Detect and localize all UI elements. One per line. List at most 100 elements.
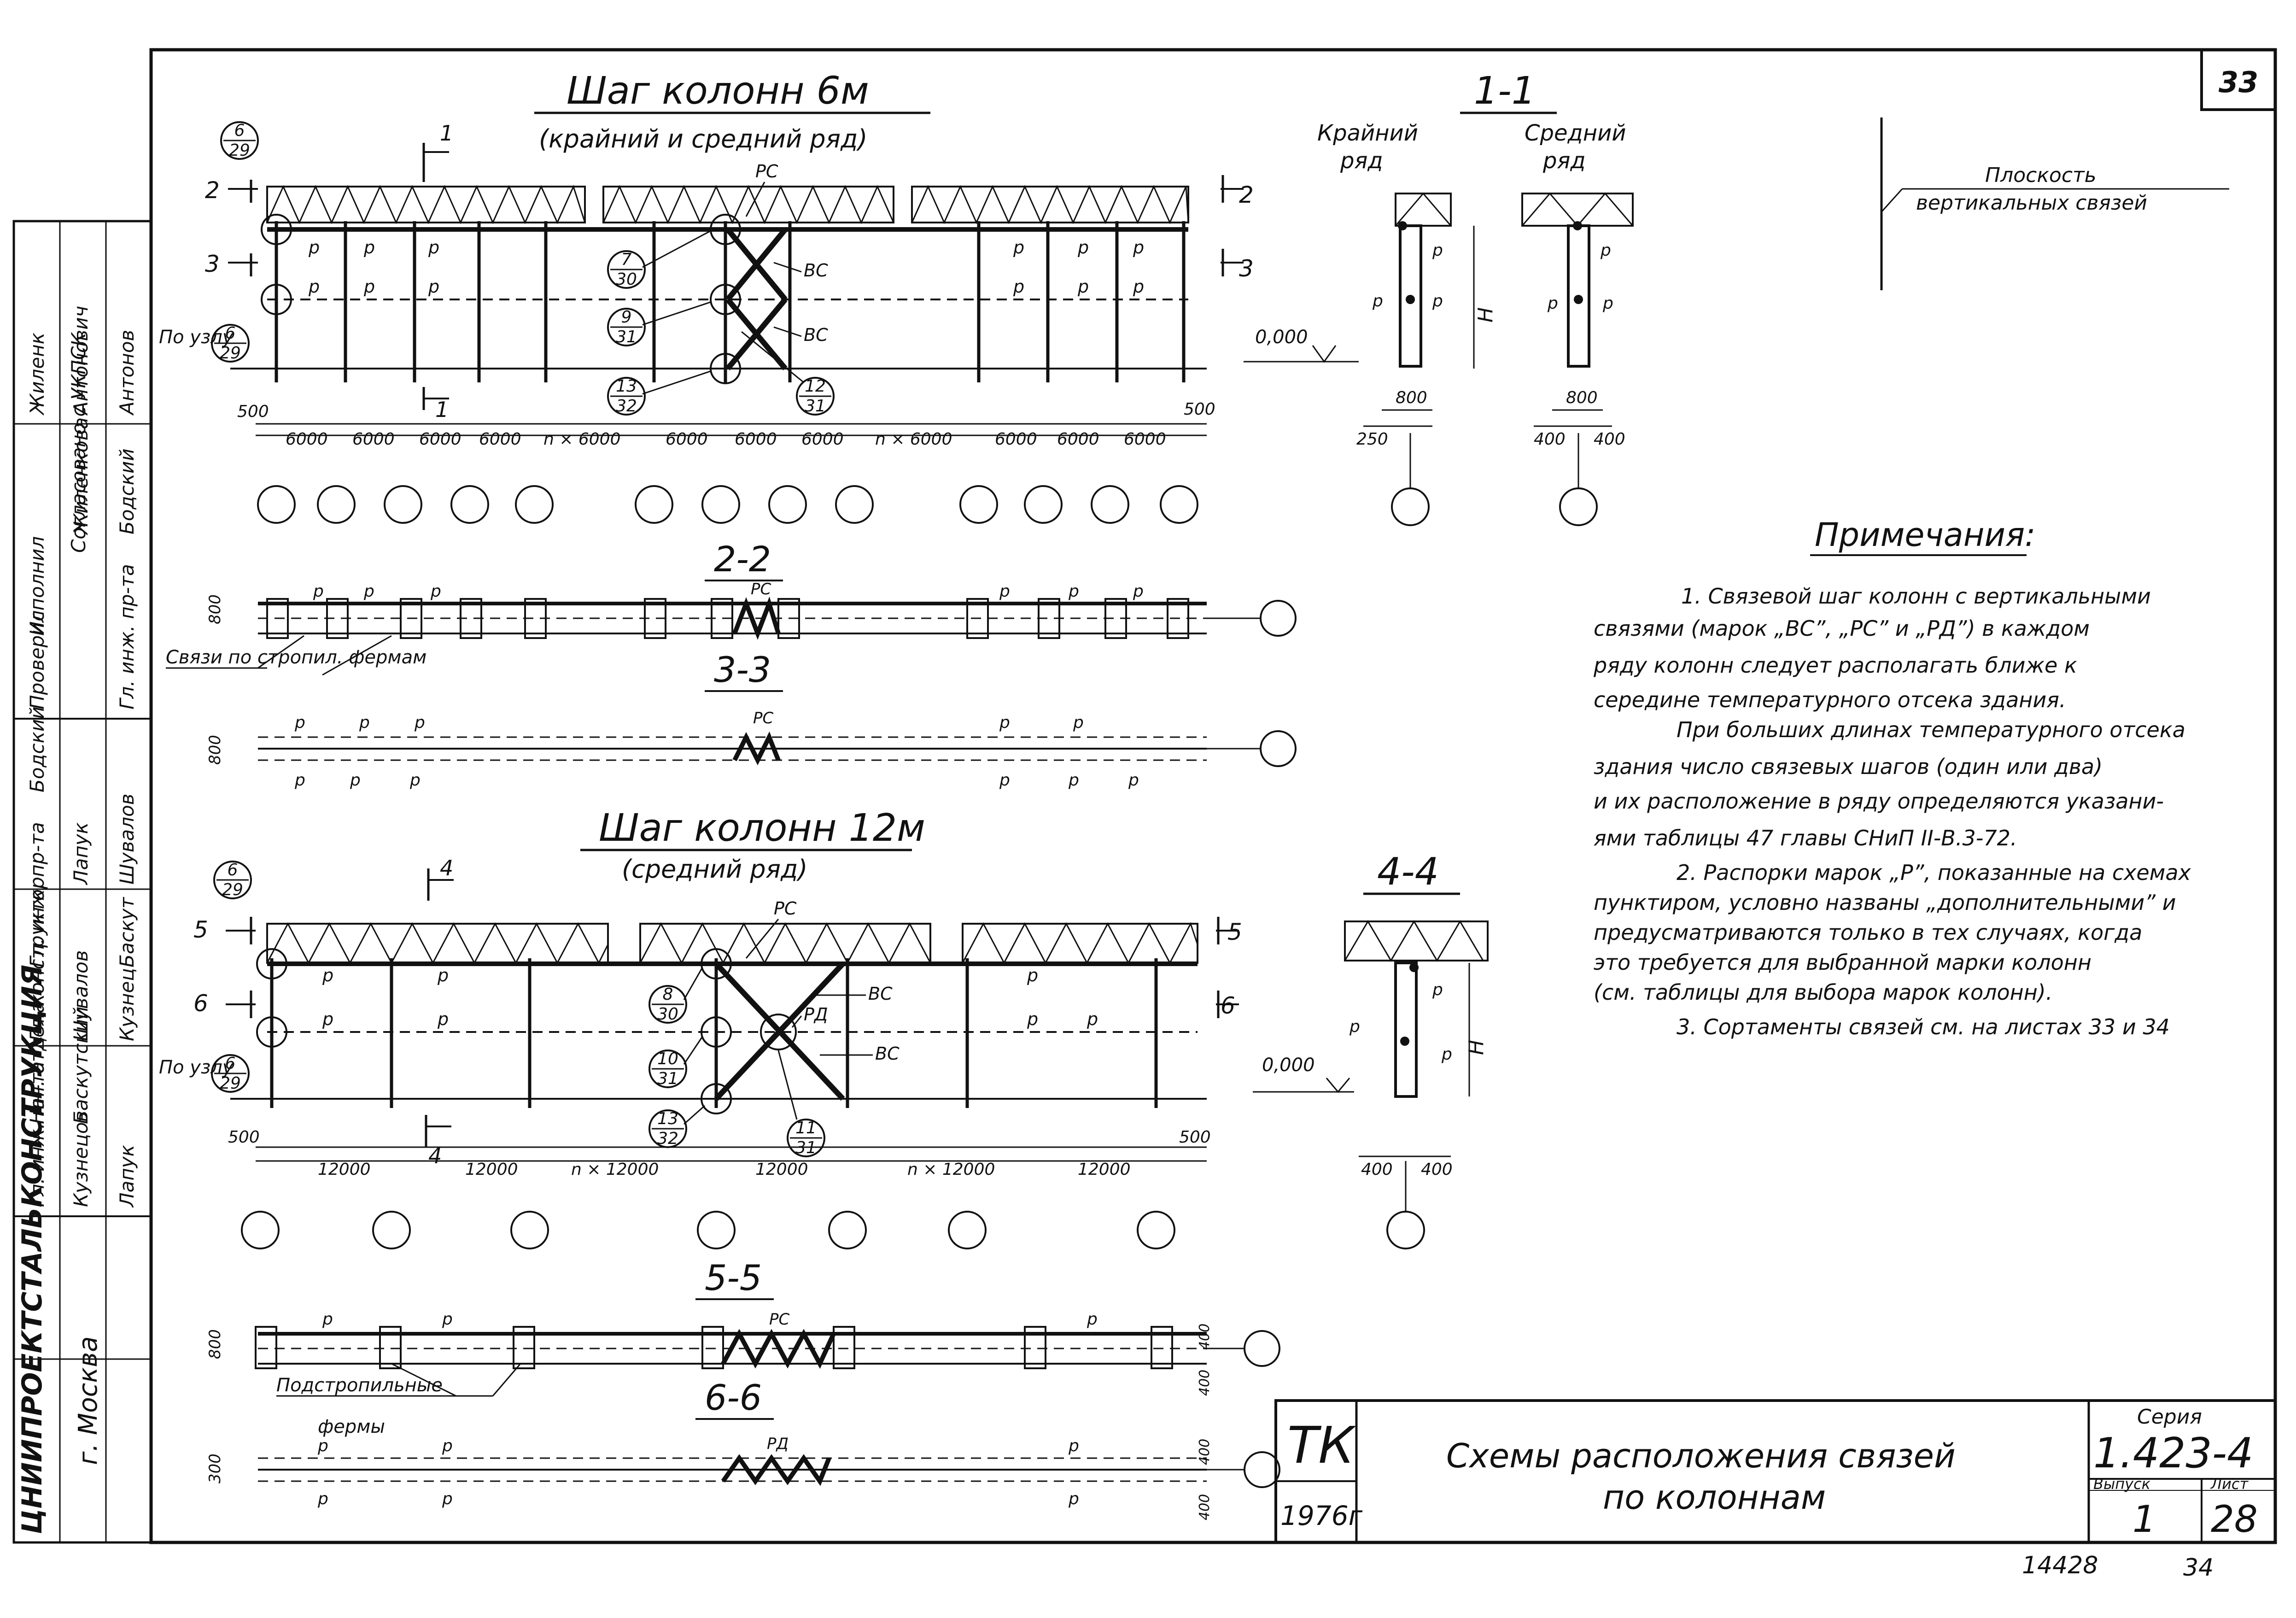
series-label: Серия bbox=[2137, 1405, 2202, 1429]
note-line-10: пунктиром, условно названы „дополнительн… bbox=[1594, 890, 2176, 915]
strut-label: р bbox=[294, 713, 305, 732]
node-ref-12m-c2: 30 bbox=[657, 1005, 678, 1024]
node-ref-6m-d: 9 bbox=[621, 308, 632, 327]
section-1-1: 1-1 Крайний ряд Средний ряд H 800 250 80… bbox=[1317, 69, 1634, 526]
strut-label: р bbox=[322, 965, 333, 985]
elevation-label-upper: 0,000 bbox=[1255, 327, 1308, 348]
extreme-row-label-2: ряд bbox=[1340, 148, 1383, 174]
cut-33-dim: 800 bbox=[206, 735, 224, 765]
node-ref-6m-b2: 29 bbox=[220, 344, 241, 363]
dimension-line-12m: 500 500 12000 12000 n × 12000 12000 n × … bbox=[228, 1128, 1211, 1179]
sheet-label: Лист bbox=[2210, 1475, 2249, 1493]
cut-55-dim: 800 bbox=[206, 1329, 224, 1359]
strut-label: р bbox=[1432, 241, 1443, 260]
section-44-struts: р р р bbox=[1349, 980, 1452, 1064]
title-6m: Шаг колонн 6м bbox=[567, 69, 869, 113]
note-line-6: здания число связевых шагов (один или дв… bbox=[1594, 754, 2103, 779]
plane-legend: Плоскость вертикальных связей bbox=[1880, 117, 2229, 290]
section-4-4: 4-4 H 400 400 р р р bbox=[1344, 850, 1489, 1249]
cut-33-brace: РС bbox=[753, 709, 774, 727]
dimension-line-6m: 500 500 6000 6000 6000 6000 n × 6000 600… bbox=[237, 400, 1215, 449]
span-12m-5: n × 12000 bbox=[907, 1160, 995, 1179]
stamp-name-4: Лапук bbox=[116, 1144, 138, 1208]
title-block-title-line1: Схемы расположения связей bbox=[1446, 1436, 1956, 1475]
node-ref-6m-f: 12 bbox=[805, 377, 826, 396]
vertical-bracing-6m bbox=[725, 228, 788, 370]
note-line-7: и их расположение в ряду определяются ук… bbox=[1594, 789, 2164, 814]
strut-label: р bbox=[428, 237, 439, 258]
strut-label: р bbox=[1441, 1045, 1452, 1064]
section-11-struts: р р р р р р bbox=[1372, 241, 1613, 313]
brace-label-vs-12m-b: ВС bbox=[875, 1043, 900, 1064]
section-44-title: 4-4 bbox=[1377, 850, 1439, 894]
strut-label: р bbox=[1133, 276, 1144, 297]
strut-label: р bbox=[1077, 237, 1089, 258]
strut-label: р bbox=[1077, 276, 1089, 297]
cut-22-dim: 800 bbox=[206, 594, 224, 624]
cut-66-dim-right-top: 400 bbox=[1197, 1439, 1213, 1465]
note-line-3: ряду колонн следует располагать ближе к bbox=[1593, 653, 2077, 678]
strut-label: р bbox=[442, 1489, 453, 1508]
brace-label-vs-12m-a: ВС bbox=[868, 984, 893, 1004]
strut-label: р bbox=[1133, 237, 1144, 258]
strut-label: р bbox=[359, 713, 370, 732]
stamp-sign-2: Баскут bbox=[116, 897, 138, 967]
strut-label: р bbox=[430, 582, 441, 601]
stamp-role-1: Гл. инж. ин-та bbox=[26, 1061, 48, 1207]
cut-55-struts: р р р bbox=[322, 1310, 1098, 1329]
strut-label: р bbox=[1068, 582, 1079, 601]
truss-band-6m bbox=[266, 184, 1189, 224]
cut-22-brace: РС bbox=[751, 580, 771, 598]
cut-55-callout-2: фермы bbox=[318, 1416, 385, 1437]
brace-labels-6m: РС ВС ВС bbox=[745, 161, 828, 345]
node-ref-12m-c: 8 bbox=[663, 985, 673, 1004]
span-12m-3: n × 12000 bbox=[571, 1160, 659, 1179]
title-block-code: ТК bbox=[1287, 1416, 1356, 1475]
strut-label: р bbox=[363, 237, 375, 258]
cut-1-bottom: 1 bbox=[435, 397, 449, 422]
stamp-role-3: Гл. конструктор bbox=[26, 877, 48, 1041]
strut-label: р bbox=[1432, 980, 1443, 999]
node-ref-12m-e2: 32 bbox=[657, 1129, 678, 1148]
vertical-bracing-12m bbox=[714, 961, 845, 1101]
strut-label: р bbox=[1349, 1017, 1360, 1036]
node-ref-6m-c2: 30 bbox=[616, 270, 637, 289]
span-6m-5: n × 6000 bbox=[543, 430, 620, 449]
note-line-14: 3. Сортаменты связей см. на листах 33 и … bbox=[1677, 1014, 2170, 1039]
cut-55-title: 5-5 bbox=[705, 1257, 762, 1298]
strut-label: р bbox=[1372, 292, 1383, 311]
brace-label-vs-6m-b: ВС bbox=[804, 325, 828, 345]
stamp-organization: ЦНИИПРОЕКТСТАЛЬКОНСТРУКЦИЯ bbox=[16, 965, 48, 1534]
strut-label: р bbox=[313, 582, 324, 601]
cut-66-brace: РД bbox=[767, 1435, 789, 1453]
brace-label-rs-12m: РС bbox=[774, 898, 797, 919]
strut-label: р bbox=[999, 771, 1010, 790]
strut-label: р bbox=[1602, 294, 1613, 313]
note-line-12: это требуется для выбранной марки колонн bbox=[1594, 950, 2092, 975]
cut-3-left: 3 bbox=[205, 251, 220, 277]
node-ref-6m-f2: 31 bbox=[805, 397, 826, 416]
node-ref-6m-e2: 32 bbox=[616, 397, 637, 416]
note-line-8: ями таблицы 47 главы СНиП II-В.3-72. bbox=[1594, 826, 2017, 850]
strut-label: р bbox=[999, 582, 1010, 601]
node-ref-6m-e: 13 bbox=[616, 377, 637, 396]
note-line-2: связями (марок „ВС”, „РС” и „РД”) в кажд… bbox=[1594, 616, 2090, 641]
span-6m-11: 6000 bbox=[1057, 430, 1099, 449]
strut-label: р bbox=[1600, 241, 1611, 260]
cut-33-title: 3-3 bbox=[714, 649, 771, 690]
cut-2-right: 2 bbox=[1239, 182, 1254, 208]
subtitle-6m: (крайний и средний ряд) bbox=[539, 124, 867, 153]
strut-label: р bbox=[294, 771, 305, 790]
notes-title: Примечания: bbox=[1815, 516, 2036, 554]
note-line-11: предусматриваются только в тех случаях, … bbox=[1594, 920, 2142, 945]
stamp-role-7: Согласовано с УКПСК bbox=[67, 332, 90, 553]
notes: Примечания: 1. Связевой шаг колонн с вер… bbox=[1593, 516, 2191, 1039]
strut-label: р bbox=[1128, 771, 1139, 790]
issue-label: Выпуск bbox=[2093, 1475, 2151, 1493]
stamp-city: г. Москва bbox=[73, 1336, 103, 1465]
strut-label: р bbox=[437, 965, 449, 985]
sheet-number-box bbox=[2200, 48, 2277, 111]
issue-value: 1 bbox=[2132, 1498, 2156, 1541]
